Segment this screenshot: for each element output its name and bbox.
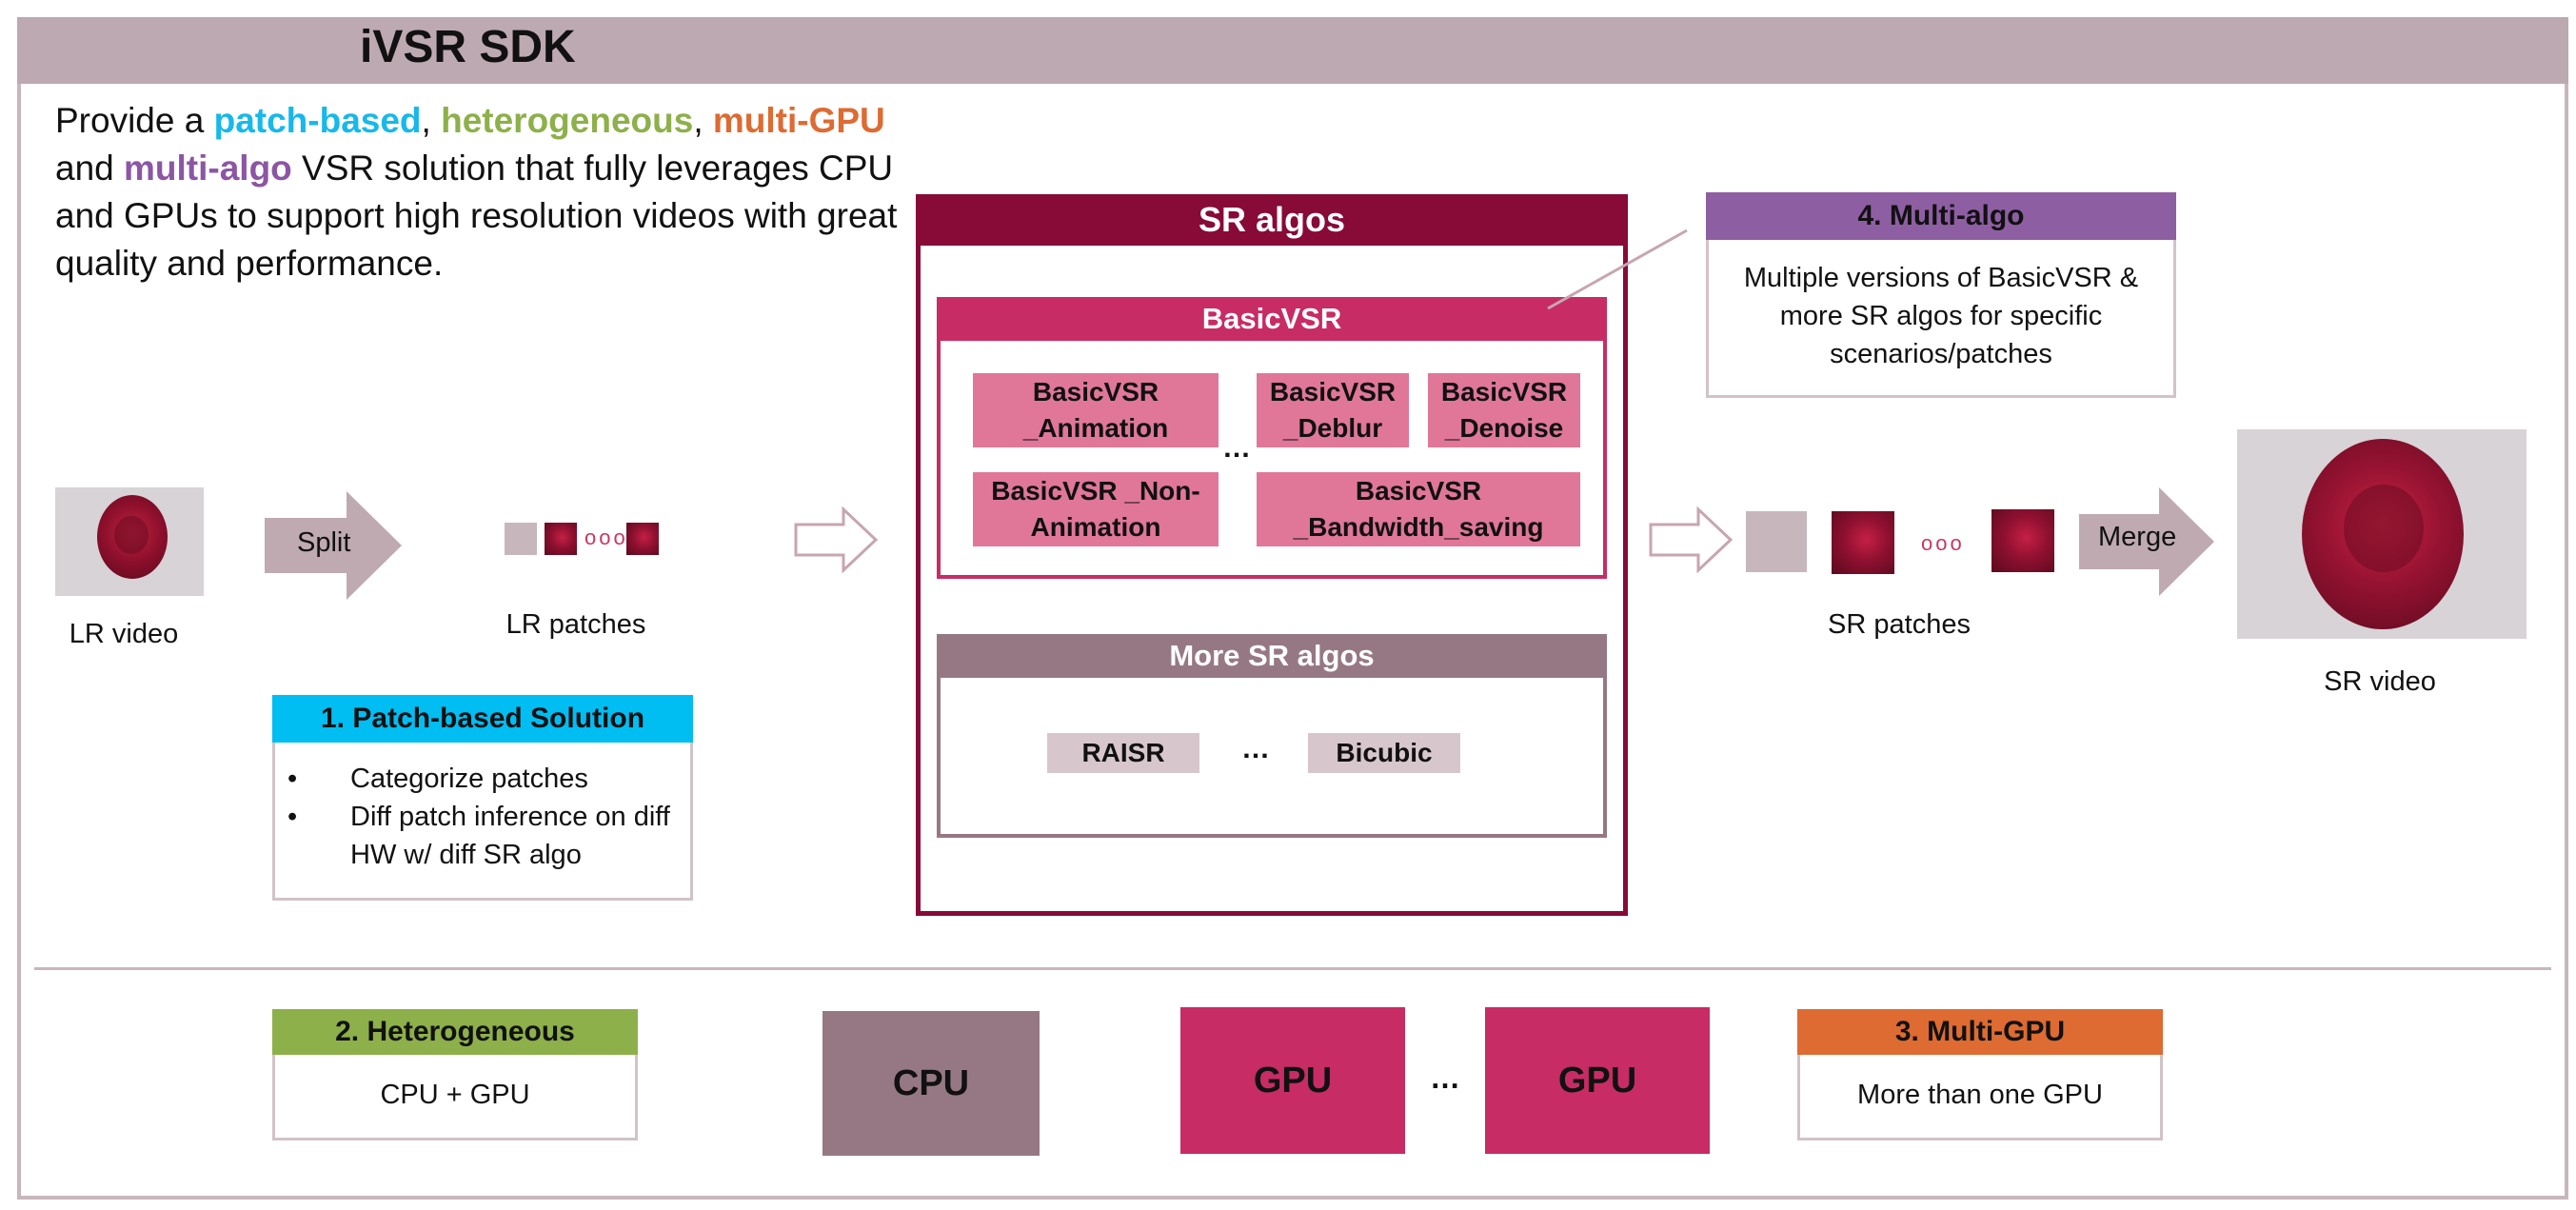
lr-patches-caption: LR patches [505,609,646,640]
heterogeneous-title: 2. Heterogeneous [272,1009,638,1055]
merge-arrow [2079,487,2214,596]
intro-text: Provide a patch-based, heterogeneous, mu… [55,97,912,288]
sr-patch-red [1832,511,1894,574]
multi-algo-text: Multiple versions of BasicVSR & more SR … [1743,263,2139,369]
multi-gpu-title: 3. Multi-GPU [1797,1009,2163,1055]
basicvsr-ellipsis: … [1222,432,1251,464]
sr-patches-caption: SR patches [1828,609,1971,640]
keyword-multi-algo: multi-algo [124,149,292,188]
intro-text-5: VSR solution that fully leverages CPU an… [55,149,898,283]
sr-patch-gray [1746,511,1807,572]
keyword-patch-based: patch-based [213,101,422,140]
lr-patch-gray [505,523,537,555]
more-sr-ellipsis: … [1241,733,1270,764]
lr-patch-red [545,523,577,555]
sr-patch-red [1991,509,2054,572]
basicvsr-denoise-tile: BasicVSR _Denoise [1428,373,1580,447]
title-bar [17,17,2568,84]
keyword-heterogeneous: heterogeneous [441,101,694,140]
patch-based-bullets: Categorize patches Diff patch inference … [276,760,685,874]
sr-video-caption: SR video [2324,666,2436,697]
lr-patch-ellipsis: ooo [585,526,628,549]
raisr-tile: RAISR [1047,733,1199,773]
gpu-ellipsis: … [1430,1061,1460,1095]
gpu-block: GPU [1485,1007,1710,1154]
split-label: Split [297,527,351,558]
basicvsr-animation-tile: BasicVSR _Animation [973,373,1219,447]
page-title: iVSR SDK [360,22,576,72]
patch-based-bullet: Diff patch inference on diff HW w/ diff … [276,798,685,874]
intro-text-1: Provide a [55,101,214,140]
lr-patch-red [626,523,659,555]
bicubic-tile: Bicubic [1308,733,1460,773]
basicvsr-title: BasicVSR [937,297,1607,341]
callout-connector [1547,228,1688,310]
multi-algo-title: 4. Multi-algo [1706,192,2176,240]
intro-text-3: , [693,101,713,140]
heterogeneous-text: CPU + GPU [380,1080,530,1110]
section-divider [34,967,2551,970]
output-arrow [1649,506,1734,573]
sr-patch-ellipsis: ooo [1921,531,1965,555]
basicvsr-non-animation-tile: BasicVSR _Non-Animation [973,472,1219,546]
lr-video-image [55,487,204,596]
keyword-multi-gpu: multi-GPU [712,101,885,140]
basicvsr-deblur-tile: BasicVSR _Deblur [1257,373,1409,447]
basicvsr-bandwidth-saving-tile: BasicVSR _Bandwidth_saving [1257,472,1580,546]
patch-based-title: 1. Patch-based Solution [272,695,693,743]
split-arrow [265,491,402,600]
cpu-block: CPU [822,1011,1040,1156]
more-sr-algos-title: More SR algos [937,634,1607,678]
sr-video-image [2237,429,2526,639]
lr-video-caption: LR video [69,619,179,649]
patch-based-bullet: Categorize patches [276,760,685,798]
merge-label: Merge [2098,522,2177,552]
intro-text-2: , [421,101,442,140]
intro-text-4: and [55,149,125,188]
gpu-block: GPU [1180,1007,1405,1154]
multi-gpu-text: More than one GPU [1857,1080,2103,1110]
sr-algos-title: SR algos [916,194,1628,246]
input-arrow [794,506,879,573]
